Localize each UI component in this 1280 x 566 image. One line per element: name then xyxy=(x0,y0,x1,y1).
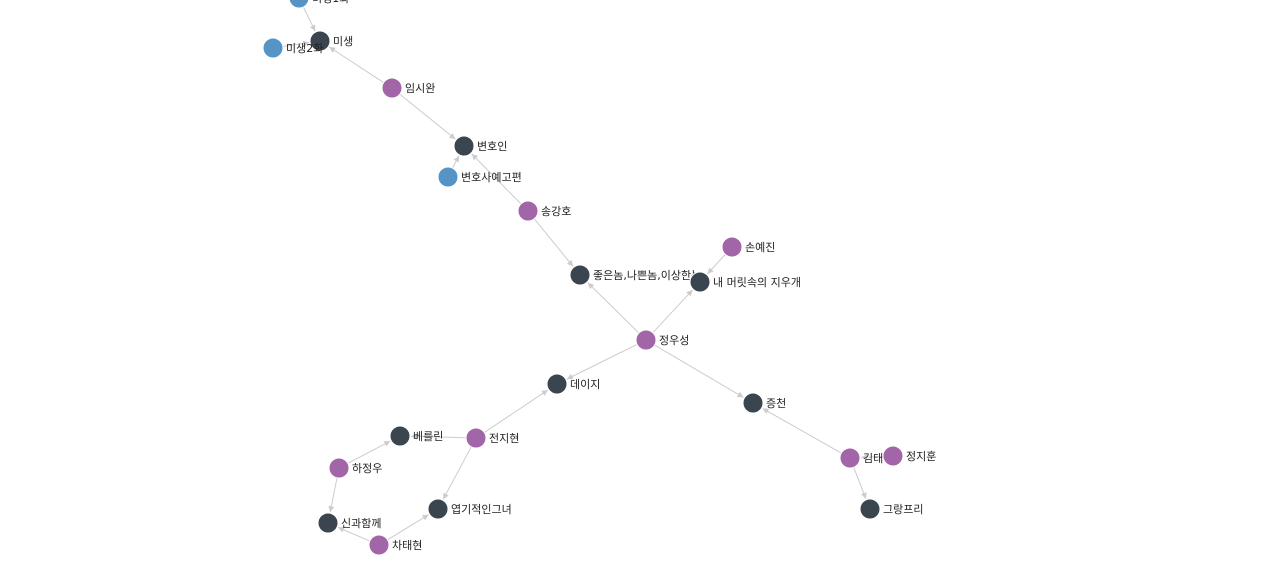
node-label: 그랑프리 xyxy=(883,503,923,516)
edge-jungwoosung-eraser xyxy=(652,289,693,334)
edge-sonyejin-eraser xyxy=(707,254,726,275)
node-label: 미생2화 xyxy=(286,42,323,55)
node-label: 차태현 xyxy=(392,539,422,552)
edge-misaeng2-misaeng xyxy=(282,40,310,48)
node-label: 증천 xyxy=(766,396,786,410)
node-circle-webtoon[interactable] xyxy=(262,37,284,59)
edge-imsiwan-misaeng xyxy=(328,46,384,83)
node-label: 정우성 xyxy=(659,334,689,347)
edge-byeonhosa-byeonhoin xyxy=(452,155,460,169)
edge-hajungwoo-singwa xyxy=(328,477,338,513)
node-yeopgi[interactable]: 엽기적인그녀 xyxy=(427,498,512,520)
node-eraser[interactable]: 내 머릿속의 지우개 xyxy=(689,271,801,293)
node-sonyejin[interactable]: 손예진 xyxy=(721,236,775,258)
edge-songkangho-goodbad xyxy=(533,218,574,267)
node-label: 정지훈 xyxy=(906,450,936,463)
node-circle-actor[interactable] xyxy=(381,77,403,99)
node-circle-movie[interactable] xyxy=(546,373,568,395)
node-label: 좋은놈,나쁜놈,이상한놈 xyxy=(593,269,701,282)
node-berlin[interactable]: 베를린 xyxy=(389,425,443,447)
node-circle-movie[interactable] xyxy=(309,30,331,52)
node-circle-movie[interactable] xyxy=(859,498,881,520)
node-misaeng[interactable]: 미생 xyxy=(309,30,353,52)
node-byeonhoin[interactable]: 변호인 xyxy=(453,135,507,157)
node-circle-actor[interactable] xyxy=(328,457,350,479)
node-label: 임시완 xyxy=(405,82,435,95)
edge-jungwoosung-jeongcheon xyxy=(654,344,744,398)
edge-jungwoosung-daisy xyxy=(566,343,638,380)
node-grandprix[interactable]: 그랑프리 xyxy=(859,498,923,520)
edge-chataehyun-singwa xyxy=(337,526,371,542)
node-circle-movie[interactable] xyxy=(453,135,475,157)
edge-kimtaehee-jeongcheon xyxy=(762,407,842,454)
node-misaeng1[interactable]: 미생1화 xyxy=(288,0,349,9)
node-circle-movie[interactable] xyxy=(689,271,711,293)
node-layer: 미생1화미생미생2화임시완변호인변호사예고편송강호좋은놈,나쁜놈,이상한놈 손예진… xyxy=(262,0,936,556)
edge-misaeng1-misaeng xyxy=(302,6,316,32)
node-label: 데이지 xyxy=(570,378,600,391)
node-label: 변호사예고편 xyxy=(461,171,522,184)
node-circle-actor[interactable] xyxy=(839,447,861,469)
node-circle-movie[interactable] xyxy=(427,498,449,520)
node-label: 변호인 xyxy=(477,140,507,153)
edge-layer xyxy=(282,6,884,542)
node-daisy[interactable]: 데이지 xyxy=(546,373,600,395)
node-jeonjihyun[interactable]: 전지현 xyxy=(465,427,519,449)
node-label: 베를린 xyxy=(413,430,443,443)
node-circle-movie[interactable] xyxy=(742,392,764,414)
edge-kimtaehee-grandprix xyxy=(853,467,867,499)
node-singwa[interactable]: 신과함께 xyxy=(317,512,381,534)
edge-imsiwan-byeonhoin xyxy=(399,93,456,140)
edge-songkangho-byeonhoin xyxy=(471,153,522,205)
edge-jeonjihyun-berlin xyxy=(410,433,467,440)
node-label: 손예진 xyxy=(745,241,775,254)
node-jungjihoon[interactable]: 정지훈 xyxy=(882,445,936,467)
edge-jeonjihyun-yeopgi xyxy=(442,446,472,500)
node-chataehyun[interactable]: 차태현 xyxy=(368,534,422,556)
node-label: 내 머릿속의 지우개 xyxy=(713,276,801,289)
node-label: 미생 xyxy=(333,35,353,48)
node-label: 송강호 xyxy=(541,205,571,218)
edge-hajungwoo-berlin xyxy=(347,440,391,464)
node-circle-movie[interactable] xyxy=(389,425,411,447)
node-label: 미생1화 xyxy=(312,0,349,5)
node-jungwoosung[interactable]: 정우성 xyxy=(635,329,689,351)
edge-jungjihoon-kimtaehee xyxy=(860,454,884,461)
node-label: 엽기적인그녀 xyxy=(451,503,512,516)
node-misaeng2[interactable]: 미생2화 xyxy=(262,37,323,59)
node-circle-movie[interactable] xyxy=(317,512,339,534)
node-imsiwan[interactable]: 임시완 xyxy=(381,77,435,99)
node-goodbad[interactable]: 좋은놈,나쁜놈,이상한놈 xyxy=(569,264,701,286)
node-circle-actor[interactable] xyxy=(517,200,539,222)
node-circle-actor[interactable] xyxy=(368,534,390,556)
node-circle-actor[interactable] xyxy=(465,427,487,449)
node-circle-webtoon[interactable] xyxy=(288,0,310,9)
node-circle-actor[interactable] xyxy=(882,445,904,467)
node-label: 신과함께 xyxy=(341,517,381,530)
edge-chataehyun-yeopgi xyxy=(387,514,429,541)
node-circle-actor[interactable] xyxy=(635,329,657,351)
node-songkangho[interactable]: 송강호 xyxy=(517,200,571,222)
edge-jeonjihyun-daisy xyxy=(484,389,549,433)
node-circle-actor[interactable] xyxy=(721,236,743,258)
node-hajungwoo[interactable]: 하정우 xyxy=(328,457,382,479)
edge-jungwoosung-goodbad xyxy=(587,282,640,334)
node-circle-movie[interactable] xyxy=(569,264,591,286)
node-kimtaehee[interactable]: 김태희 xyxy=(839,447,893,469)
node-jeongcheon[interactable]: 증천 xyxy=(742,392,786,414)
node-circle-webtoon[interactable] xyxy=(437,166,459,188)
node-byeonhosa[interactable]: 변호사예고편 xyxy=(437,166,522,188)
node-label: 하정우 xyxy=(352,461,382,475)
node-label: 전지현 xyxy=(489,432,519,445)
